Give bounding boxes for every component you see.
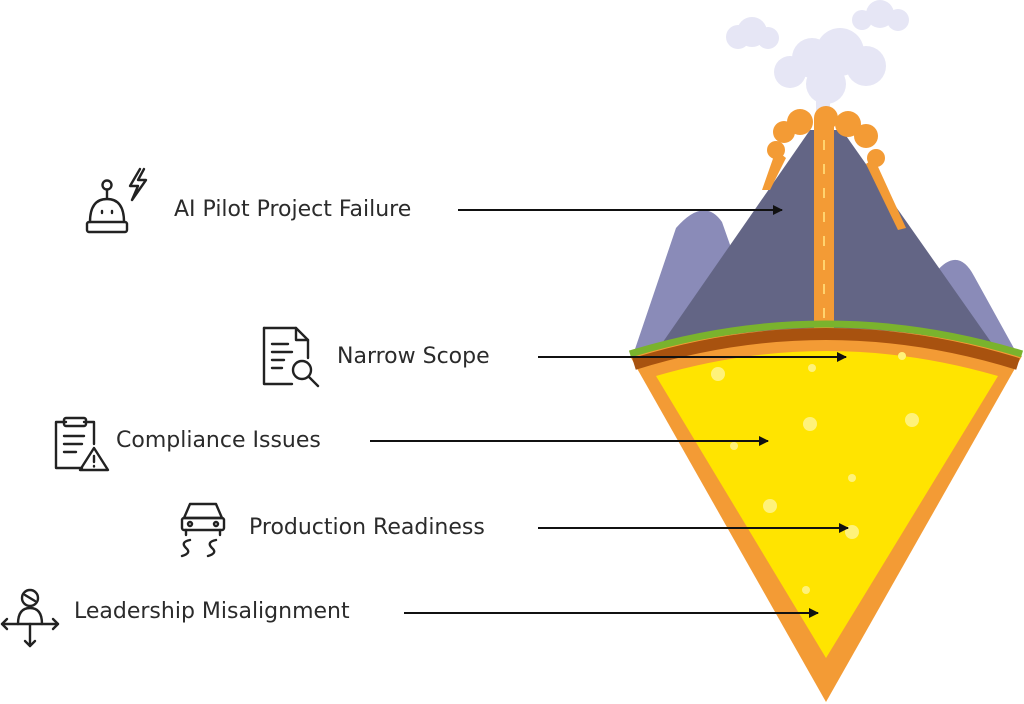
grass-layer	[628, 320, 1024, 358]
person-arrows-icon	[0, 588, 60, 648]
robot-icon	[85, 167, 148, 234]
label-ai-pilot-project-failure: AI Pilot Project Failure	[174, 197, 412, 222]
magma-bubbles	[711, 352, 919, 594]
lava-splash	[762, 106, 906, 230]
lava-conduit	[814, 118, 834, 333]
core-interior	[656, 351, 998, 658]
label-leadership-misalignment: Leadership Misalignment	[74, 599, 350, 624]
car-road-icon	[180, 502, 226, 558]
smoke-clouds	[726, 0, 909, 120]
label-production-readiness: Production Readiness	[249, 515, 485, 540]
pointer-arrows	[370, 205, 849, 618]
clipboard-warning-icon	[54, 416, 110, 472]
crust-layer	[632, 328, 1020, 370]
label-compliance-issues: Compliance Issues	[116, 428, 321, 453]
document-search-icon	[262, 326, 320, 388]
label-narrow-scope: Narrow Scope	[337, 344, 490, 369]
